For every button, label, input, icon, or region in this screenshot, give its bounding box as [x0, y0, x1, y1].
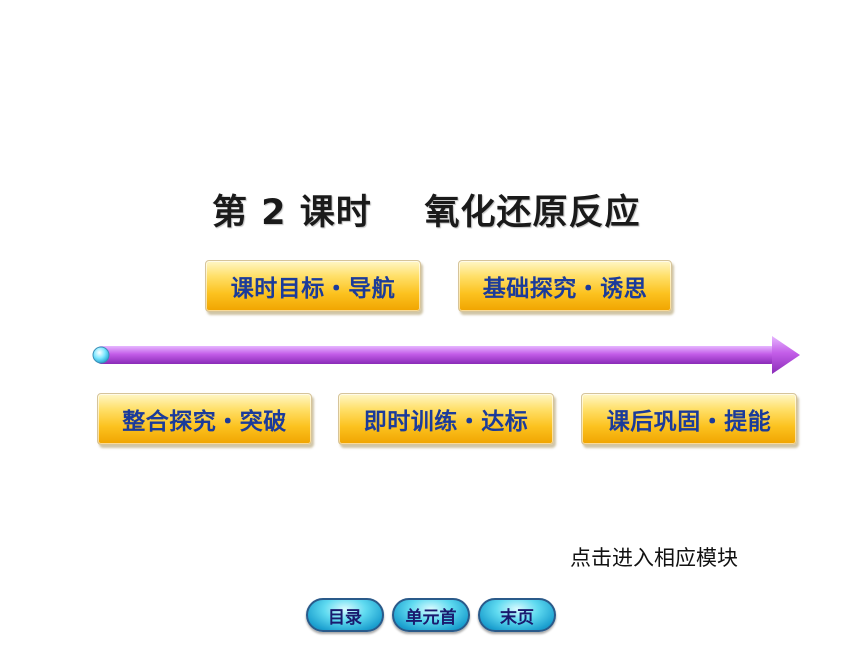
module-label-instant-practice: 即时训练・达标	[363, 409, 529, 435]
module-label-after-class: 课后巩固・提能	[606, 409, 772, 435]
arrow-graphic	[92, 336, 800, 374]
module-label-objectives: 课时目标・导航	[230, 276, 396, 302]
module-label-integrated-inquiry: 整合探究・突破	[122, 409, 287, 435]
contents-label: 目录	[328, 607, 362, 628]
module-button-after-class[interactable]: 课后巩固・提能	[581, 393, 797, 445]
module-button-objectives[interactable]: 课时目标・导航	[205, 260, 421, 312]
unit-home-label: 单元首	[405, 607, 457, 628]
timeline-arrow	[92, 334, 804, 376]
contents-button[interactable]: 目录	[306, 598, 384, 632]
unit-home-button[interactable]: 单元首	[392, 598, 470, 632]
module-label-basic-inquiry: 基础探究・诱思	[482, 276, 648, 302]
last-page-label: 末页	[500, 607, 534, 628]
last-page-button[interactable]: 末页	[478, 598, 556, 632]
lesson-title: 第 2 课时 氧化还原反应	[212, 193, 641, 233]
module-button-instant-practice[interactable]: 即时训练・达标	[338, 393, 554, 445]
module-button-integrated-inquiry[interactable]: 整合探究・突破	[97, 393, 312, 445]
hint-text: 点击进入相应模块	[570, 546, 738, 570]
module-button-basic-inquiry[interactable]: 基础探究・诱思	[458, 260, 672, 312]
